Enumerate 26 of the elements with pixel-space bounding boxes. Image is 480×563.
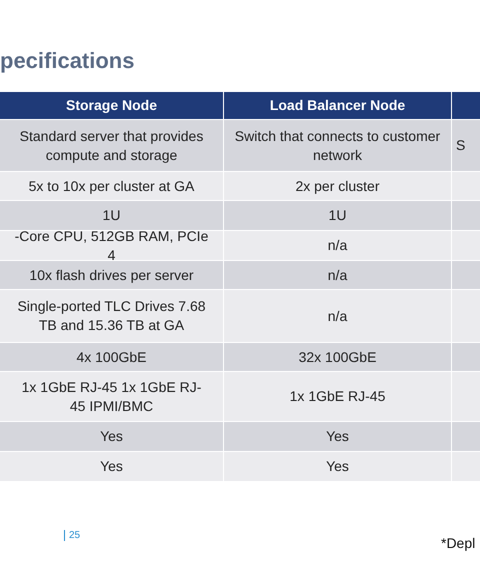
- table-cell: n/a: [224, 231, 452, 261]
- table-cell: Yes: [0, 452, 224, 482]
- header-cell: Storage Node: [0, 92, 224, 120]
- table-cell: 1x 1GbE RJ-45 1x 1GbE RJ-45 IPMI/BMC: [0, 372, 224, 422]
- table-cell: 32x 100GbE: [224, 343, 452, 372]
- header-cell: Load Balancer Node: [224, 92, 452, 120]
- page-number: 25: [64, 530, 80, 541]
- footnote: *Depl: [441, 535, 476, 551]
- table-cell: -Core CPU, 512GB RAM, PCIe 4: [0, 231, 224, 261]
- table-cell: Single-ported TLC Drives 7.68 TB and 15.36 TB at GA: [0, 290, 224, 343]
- table-cell: 4x 100GbE: [0, 343, 224, 372]
- table-cell: Yes: [0, 422, 224, 452]
- table-cell: Switch that connects to customer network: [224, 120, 452, 172]
- table-cell: n/a: [224, 290, 452, 343]
- page-title: pecifications: [0, 48, 134, 74]
- table-cell: S: [452, 120, 480, 172]
- table-cell: n/a: [224, 261, 452, 290]
- table-cell: Yes: [224, 422, 452, 452]
- table-cell: 1U: [224, 201, 452, 231]
- table-cell: 5x to 10x per cluster at GA: [0, 172, 224, 201]
- table-cell: 10x flash drives per server: [0, 261, 224, 290]
- table-cell: 1U: [0, 201, 224, 231]
- table-cell: 1x 1GbE RJ-45: [224, 372, 452, 422]
- table-cell: Standard server that provides compute and storage: [0, 120, 224, 172]
- table-cell: 2x per cluster: [224, 172, 452, 201]
- table-cell: Yes: [224, 452, 452, 482]
